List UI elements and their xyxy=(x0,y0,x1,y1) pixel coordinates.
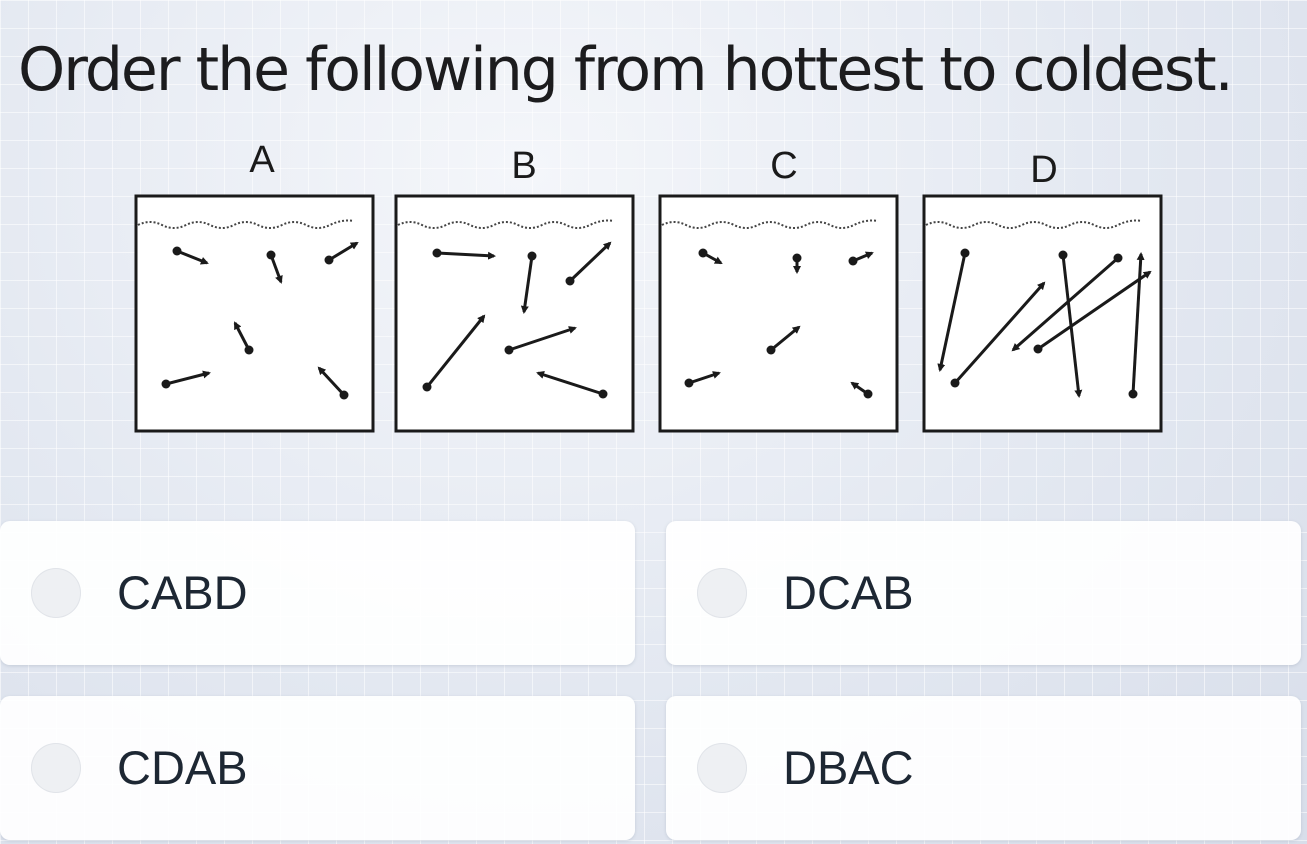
particle-vector xyxy=(536,371,608,399)
option-label: CDAB xyxy=(117,741,248,794)
liquid-surface xyxy=(397,219,615,229)
particle-diagram: A B C D xyxy=(134,139,1163,433)
particle-vector xyxy=(432,248,496,260)
answer-option-dbac[interactable]: DBAC xyxy=(666,696,1301,840)
particle-vector xyxy=(520,251,537,314)
particle-vector xyxy=(422,314,486,392)
panel-c xyxy=(658,194,899,433)
particle-vector xyxy=(504,326,577,355)
particle-vector xyxy=(848,251,874,266)
panel-d xyxy=(922,194,1163,433)
container-box xyxy=(134,194,375,433)
particle-vector xyxy=(1011,253,1123,352)
panel-b xyxy=(394,194,635,433)
particle-vector xyxy=(684,371,721,388)
panel-d-label: D xyxy=(1030,149,1057,191)
particle-vector xyxy=(950,281,1046,388)
particle-vector xyxy=(792,253,802,274)
panel-b-label: B xyxy=(511,145,536,187)
container-box xyxy=(394,194,635,433)
particle-vector xyxy=(233,321,254,355)
particle-vector xyxy=(850,381,873,399)
particle-vector xyxy=(565,241,612,286)
radio-button[interactable] xyxy=(31,568,81,618)
option-label: CABD xyxy=(117,566,248,619)
panel-a-label: A xyxy=(249,139,275,181)
radio-button[interactable] xyxy=(697,743,747,793)
radio-button[interactable] xyxy=(31,743,81,793)
radio-button[interactable] xyxy=(697,568,747,618)
particle-vector xyxy=(266,250,283,284)
particle-vector xyxy=(937,248,970,372)
panel-c-label: C xyxy=(770,145,797,187)
particle-vector xyxy=(172,246,209,265)
answer-option-cabd[interactable]: CABD xyxy=(0,521,635,665)
panel-a xyxy=(134,194,375,433)
container-box xyxy=(658,194,899,433)
particle-vector xyxy=(766,325,801,355)
answer-option-cdab[interactable]: CDAB xyxy=(0,696,635,840)
particle-vector xyxy=(1128,252,1145,399)
liquid-surface xyxy=(925,219,1143,229)
liquid-surface xyxy=(137,219,355,229)
option-label: DCAB xyxy=(783,566,914,619)
container-box xyxy=(922,194,1163,433)
particle-vector xyxy=(324,241,359,265)
liquid-surface xyxy=(661,219,879,229)
option-label: DBAC xyxy=(783,741,914,794)
particle-vector xyxy=(1033,270,1152,354)
particle-vector xyxy=(161,370,211,389)
question-text: Order the following from hottest to cold… xyxy=(18,35,1234,105)
particle-vector xyxy=(317,366,349,400)
particle-vector xyxy=(698,248,723,265)
answer-option-dcab[interactable]: DCAB xyxy=(666,521,1301,665)
